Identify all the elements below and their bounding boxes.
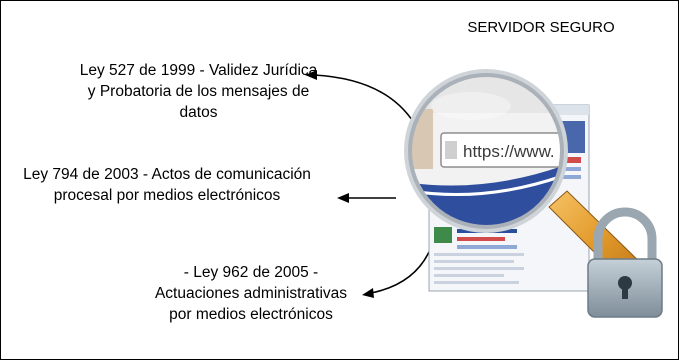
diagram-title: SERVIDOR SEGURO — [467, 19, 615, 36]
law-962-label: - Ley 962 de 2005 - Actuaciones administ… — [154, 264, 348, 323]
law-794-label: Ley 794 de 2003 - Actos de comunicación … — [23, 166, 311, 204]
arrow-law-794 — [337, 193, 396, 203]
law-527-label: Ley 527 de 1999 - Validez Jurídica y Pro… — [79, 62, 318, 121]
url-bar-text: https://www. — [463, 142, 555, 161]
arrow-law-527 — [305, 70, 415, 124]
arrow-law-962 — [362, 238, 435, 298]
padlock-icon — [587, 207, 663, 318]
